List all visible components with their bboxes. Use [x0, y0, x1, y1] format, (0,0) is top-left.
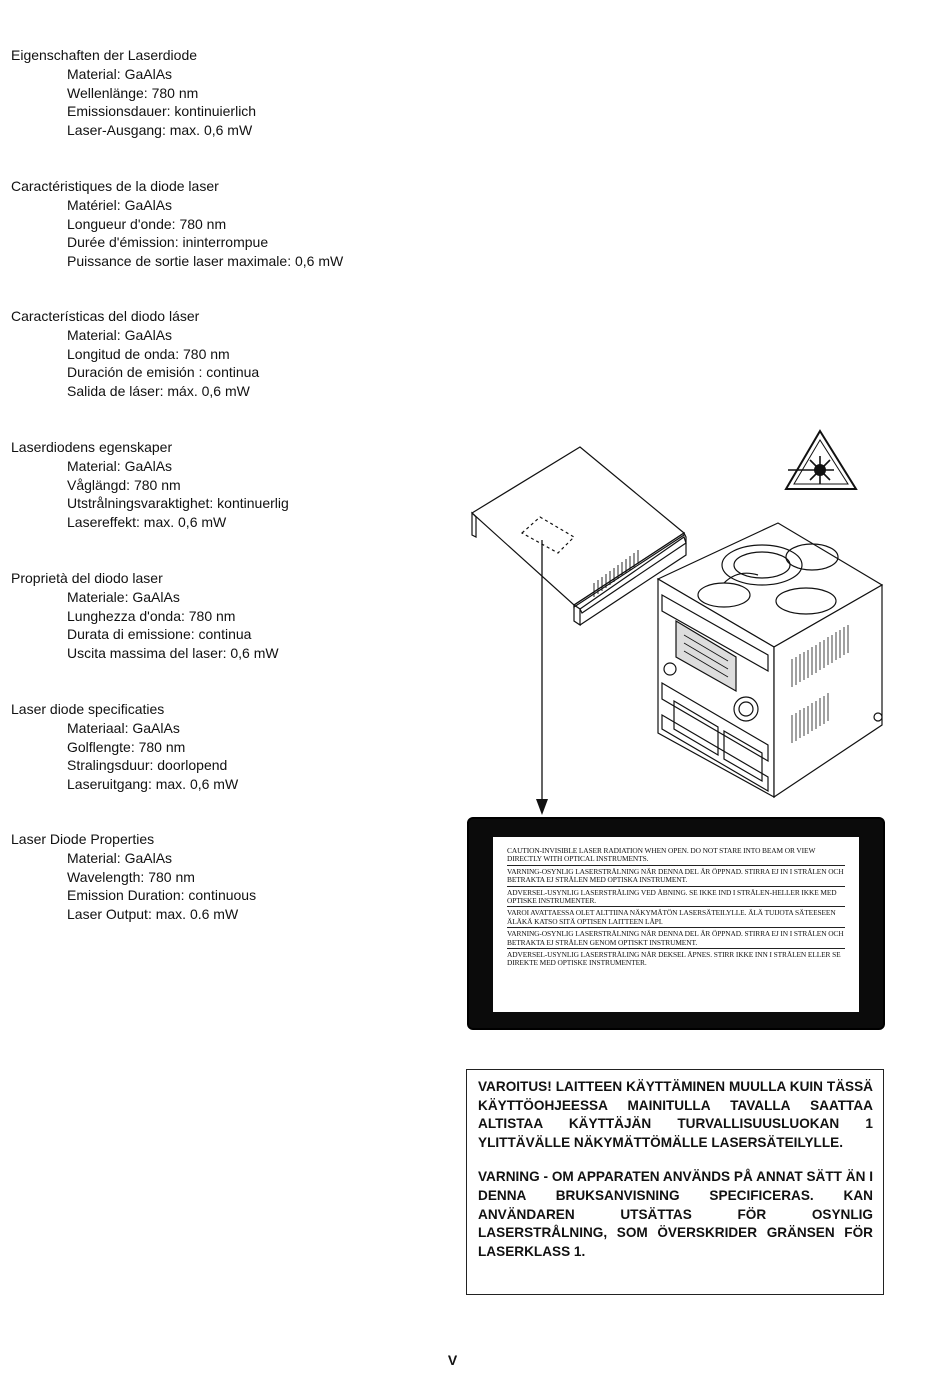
laser-product-illustration — [462, 425, 892, 825]
warning-box: VAROITUS! LAITTEEN KÄYTTÄMINEN MUULLA KU… — [466, 1069, 884, 1295]
spec-line: Laseruitgang: max. 0,6 mW — [67, 775, 239, 792]
spec-line: Lunghezza d'onda: 780 nm — [67, 607, 236, 624]
spec-block-english: Laser Diode Properties Material: GaAlAs … — [11, 830, 431, 923]
spec-block-german: Eigenschaften der Laserdiode Material: G… — [11, 46, 431, 139]
spec-line: Longueur d'onde: 780 nm — [67, 215, 227, 232]
spec-list: Materiaal: GaAlAs Golflengte: 780 nm Str… — [11, 719, 431, 793]
spec-heading: Laser diode specificaties — [11, 701, 165, 717]
spec-line: Laser Output: max. 0.6 mW — [67, 905, 239, 922]
caution-label-inner: CAUTION-INVISIBLE LASER RADIATION WHEN O… — [493, 837, 859, 1012]
warning-text-finnish: VAROITUS! LAITTEEN KÄYTTÄMINEN MUULLA KU… — [478, 1079, 873, 1150]
laser-warning-icon — [784, 429, 858, 490]
spec-heading: Laserdiodens egenskaper — [11, 439, 173, 455]
spec-line: Emissionsdauer: kontinuierlich — [67, 103, 257, 119]
spec-line: Wellenlänge: 780 nm — [67, 84, 199, 101]
spec-line: Duración de emisión : continua — [67, 364, 260, 380]
spec-line: Durata di emissione: continua — [67, 626, 252, 642]
caution-line: VAROI AVATTAESSA OLET ALTTIINA NÄKYMÄTÖN… — [507, 909, 845, 929]
spec-heading: Proprietà del diodo laser — [11, 570, 163, 586]
spec-list: Material: GaAlAs Wellenlänge: 780 nm Emi… — [11, 65, 431, 139]
spec-line: Material: GaAlAs — [67, 66, 173, 82]
spec-block-italian: Proprietà del diodo laser Materiale: GaA… — [11, 569, 431, 662]
spec-line: Longitud de onda: 780 nm — [67, 345, 230, 362]
spec-heading: Características del diodo láser — [11, 308, 200, 324]
spec-line: Puissance de sortie laser maximale: 0,6 … — [67, 252, 344, 269]
spec-line: Uscita massima del laser: 0,6 mW — [67, 644, 279, 661]
spec-line: Emission Duration: continuous — [67, 887, 257, 903]
spec-list: Material: GaAlAs Wavelength: 780 nm Emis… — [11, 849, 431, 923]
spec-line: Stralingsduur: doorlopend — [67, 757, 228, 773]
spec-line: Material: GaAlAs — [67, 327, 173, 343]
page-number: V — [447, 1352, 458, 1368]
spec-heading: Eigenschaften der Laserdiode — [11, 47, 198, 63]
warning-text-swedish: VARNING - OM APPARATEN ANVÄNDS PÅ ANNAT … — [478, 1169, 873, 1259]
spec-line: Materiale: GaAlAs — [67, 589, 180, 605]
spec-line: Laser-Ausgang: max. 0,6 mW — [67, 121, 253, 138]
spec-line: Materiaal: GaAlAs — [67, 720, 180, 736]
spec-line: Salida de láser: máx. 0,6 mW — [67, 382, 250, 399]
stereo-unit-drawing — [656, 522, 884, 799]
spec-block-french: Caractéristiques de la diode laser Matér… — [11, 177, 431, 270]
spec-line: Material: GaAlAs — [67, 458, 173, 474]
caution-line: ADVERSEL-USYNLIG LASERSTRÅLING VED ÅBNIN… — [507, 888, 845, 908]
spec-line: Våglängd: 780 nm — [67, 476, 181, 493]
spec-line: Matériel: GaAlAs — [67, 197, 173, 213]
caution-label: CAUTION-INVISIBLE LASER RADIATION WHEN O… — [467, 817, 885, 1030]
spec-list: Materiale: GaAlAs Lunghezza d'onda: 780 … — [11, 588, 431, 662]
spec-line: Utstrålningsvaraktighet: kontinuerlig — [67, 495, 289, 511]
cover-panel-drawing — [471, 446, 687, 627]
spec-line: Material: GaAlAs — [67, 850, 173, 866]
arrow-down-icon — [536, 540, 548, 815]
caution-line: VARNING-OSYNLIG LASERSTRÅLNING NÄR DENNA… — [507, 867, 845, 887]
spec-block-spanish: Características del diodo láser Material… — [11, 307, 431, 400]
caution-line: ADVERSEL-USYNLIG LASERSTRÅLING NÅR DEKSE… — [507, 950, 841, 968]
caution-line: CAUTION-INVISIBLE LASER RADIATION WHEN O… — [507, 846, 845, 866]
spec-line: Lasereffekt: max. 0,6 mW — [67, 513, 227, 530]
spec-heading: Caractéristiques de la diode laser — [11, 178, 219, 194]
spec-line: Wavelength: 780 nm — [67, 868, 195, 885]
spec-line: Golflengte: 780 nm — [67, 738, 186, 755]
spec-list: Matériel: GaAlAs Longueur d'onde: 780 nm… — [11, 196, 431, 270]
caution-line: VARNING-OSYNLIG LASERSTRÅLNING NÄR DENNA… — [507, 930, 845, 950]
spec-block-dutch: Laser diode specificaties Materiaal: GaA… — [11, 700, 431, 793]
spec-line: Durée d'émission: ininterrompue — [67, 234, 269, 250]
spec-heading: Laser Diode Properties — [11, 831, 155, 847]
spec-list: Material: GaAlAs Longitud de onda: 780 n… — [11, 326, 431, 400]
spec-block-swedish: Laserdiodens egenskaper Material: GaAlAs… — [11, 438, 431, 531]
spec-list: Material: GaAlAs Våglängd: 780 nm Utstrå… — [11, 457, 431, 531]
